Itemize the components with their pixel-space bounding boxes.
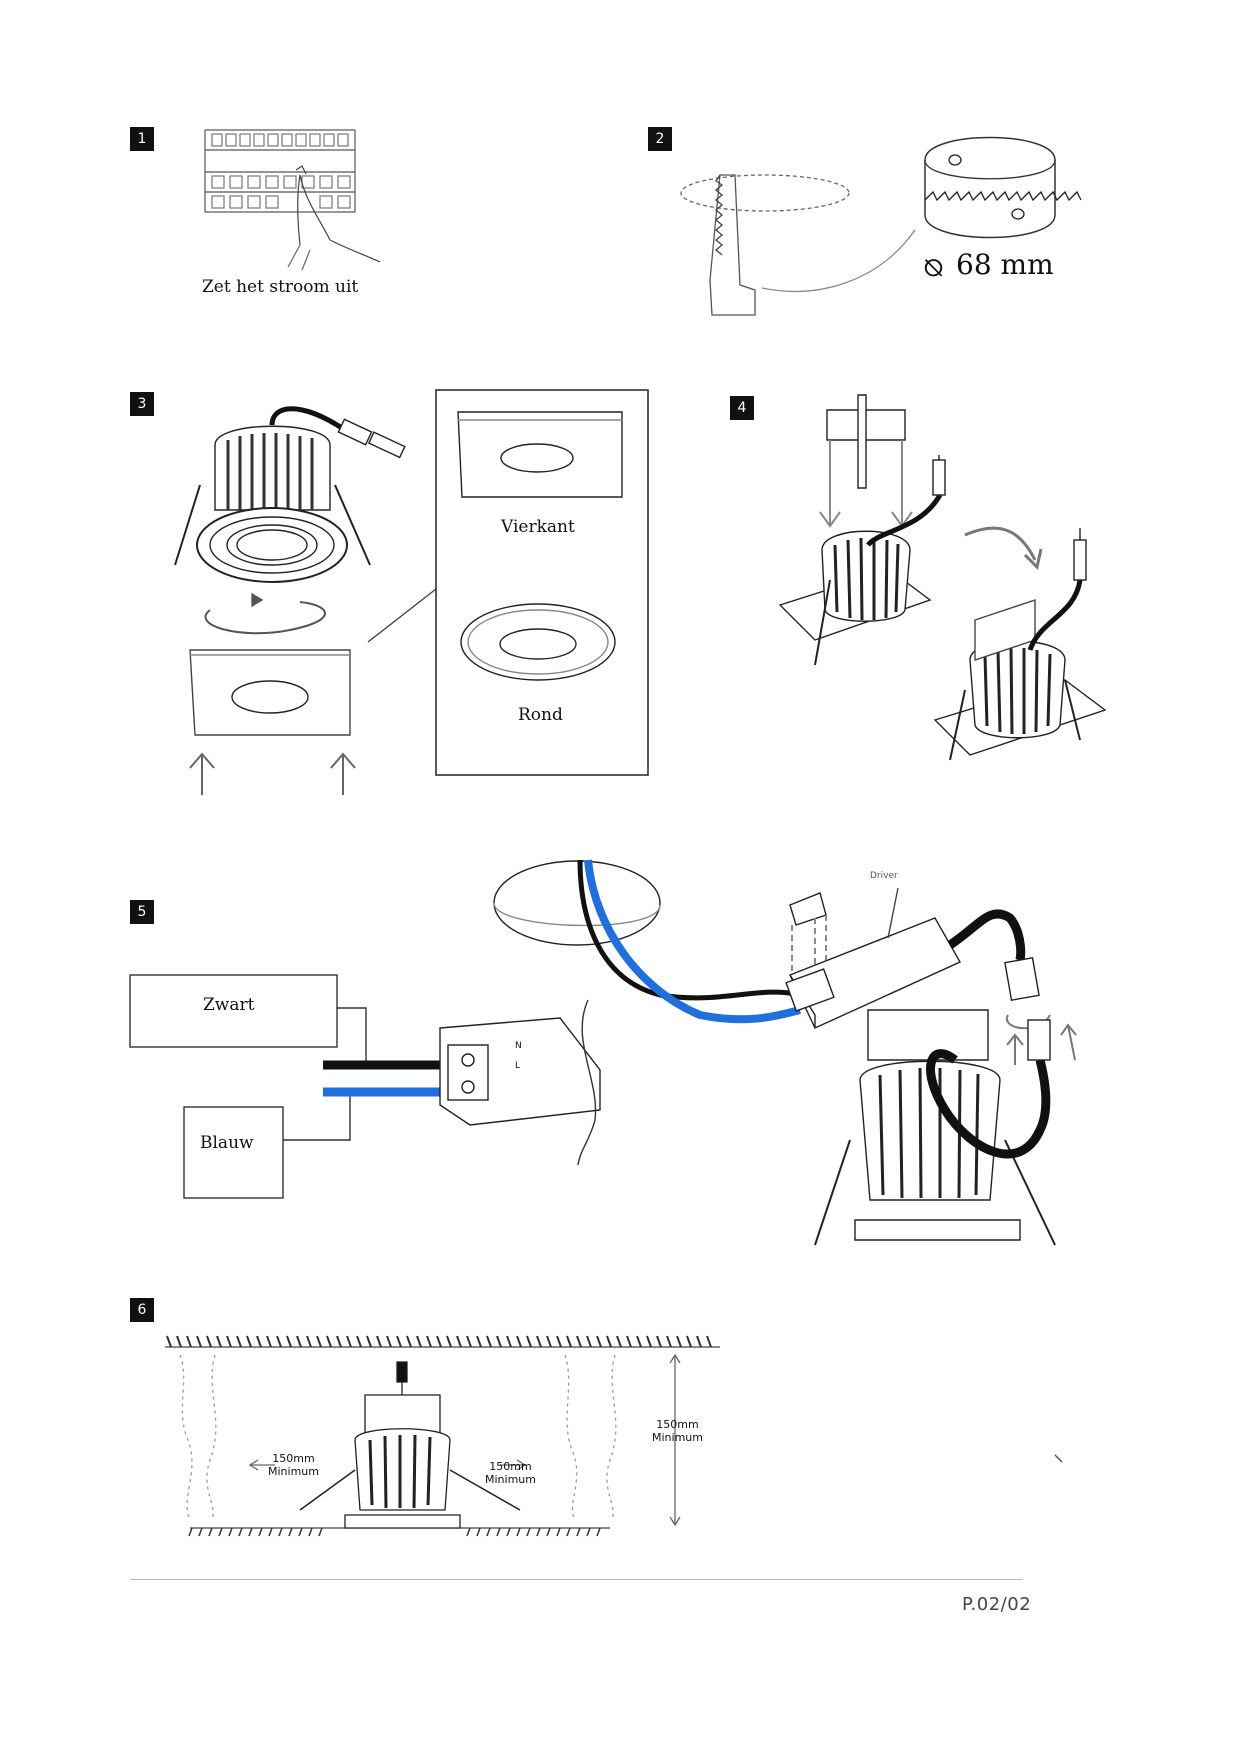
clearance-right-label: 150mm Minimum [485,1460,536,1486]
step-4-badge: 4 [730,396,754,420]
step-2-badge: 2 [648,127,672,151]
step-6-clearance-diagram [165,1335,1063,1537]
terminal-n-label: N [515,1041,522,1051]
step-5-wiring-illustration [129,859,1077,1246]
terminal-l-label: L [515,1061,521,1071]
ceiling-cutout-ellipse [680,174,850,212]
step-1-badge: 1 [130,127,154,151]
step-1-caption: Zet het stroom uit [202,277,359,297]
step-5-badge: 5 [130,900,154,924]
step-6-badge: 6 [130,1298,154,1322]
wire-blue-label: Blauw [200,1133,254,1153]
footer-divider [130,1579,1023,1580]
option-square-label: Vierkant [501,517,575,537]
hole-size-label: 68 mm [956,248,1054,281]
step-4-clip-install-illustration [778,394,1107,761]
step-3-badge: 3 [130,392,154,416]
clearance-left-label: 150mm Minimum [268,1452,319,1478]
option-round-label: Rond [518,705,563,725]
step-3-downlight-and-trim-illustration [174,389,649,795]
step-1-breaker-panel-illustration [204,129,381,271]
diameter-symbol-icon: ⦰ [924,254,944,282]
clearance-top-label: 150mm Minimum [652,1418,703,1444]
driver-label: Driver [870,871,898,881]
step-2-hole-saw-illustration [680,136,1082,316]
ceiling-hatch [166,1335,712,1348]
wire-black-label: Zwart [203,995,255,1015]
page-number: P.02/02 [962,1594,1032,1615]
